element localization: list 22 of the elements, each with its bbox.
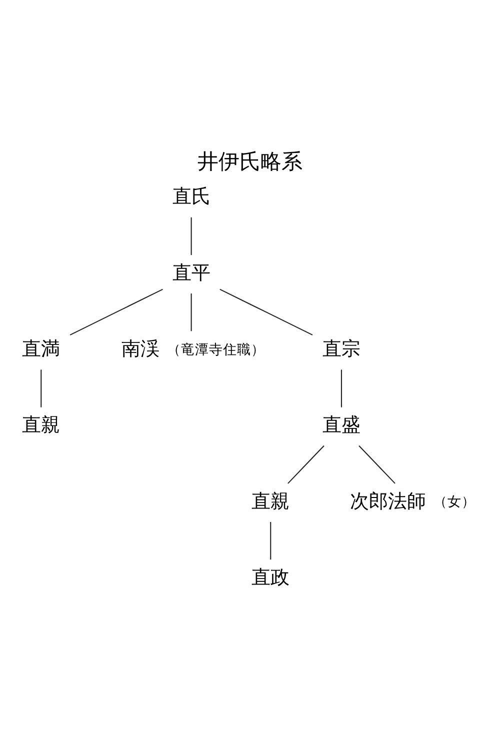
connector: [220, 288, 313, 336]
node-text: 直満: [22, 338, 60, 360]
connector: [40, 370, 42, 408]
connector: [190, 294, 192, 332]
node-text: 直氏: [172, 186, 210, 208]
node-text: 直親: [252, 490, 290, 512]
connector: [270, 522, 272, 560]
connector: [190, 217, 192, 255]
node-text: 南渓: [122, 338, 160, 360]
node-text: 直平: [172, 262, 210, 284]
node-label: （女）: [433, 494, 476, 510]
diagram-title: 井伊氏略系: [198, 148, 302, 174]
node-text: 直政: [252, 566, 290, 588]
node-text: 直盛: [322, 414, 360, 436]
node-text: 直親: [22, 414, 60, 436]
node-label: （竜潭寺住職）: [166, 342, 265, 358]
connector: [70, 288, 163, 336]
node-text: 直宗: [322, 338, 360, 360]
connector: [288, 445, 324, 484]
node-text: 次郎法師: [350, 490, 426, 512]
connector: [358, 445, 396, 484]
connector: [340, 370, 342, 408]
